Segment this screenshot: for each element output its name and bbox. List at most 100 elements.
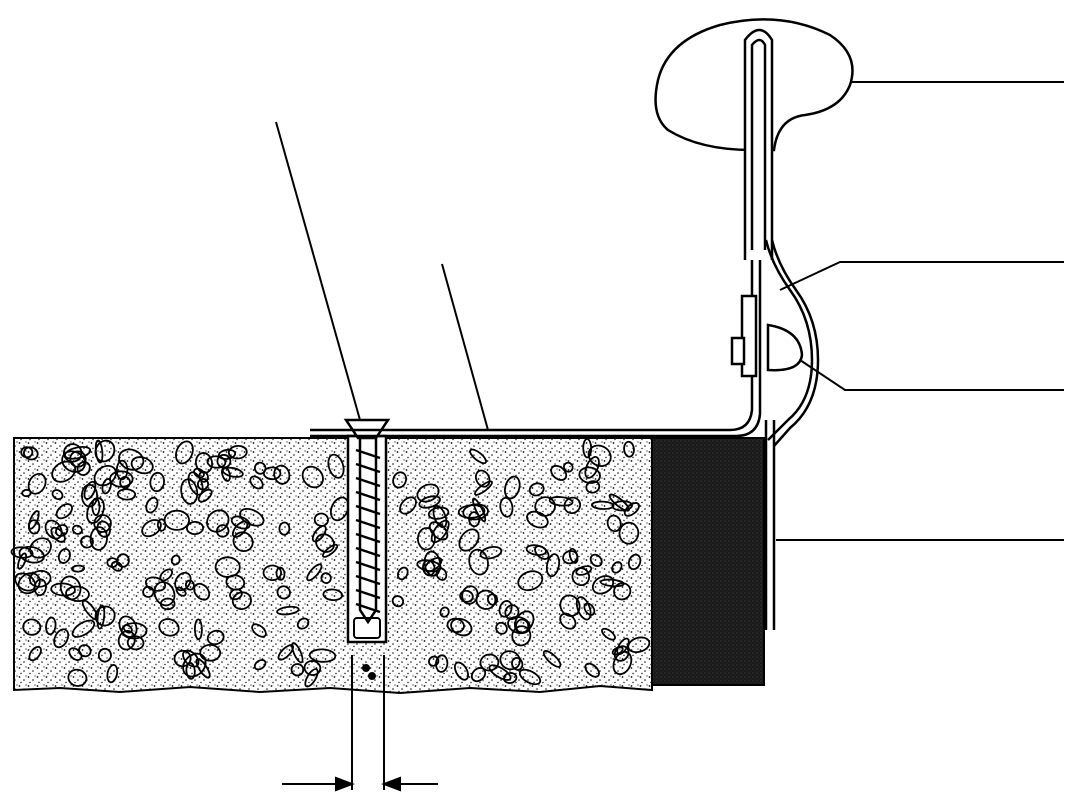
lower-clip-leader [799,359,1064,391]
aggregate-pebble [416,527,436,551]
aggregate-pebble [479,546,503,560]
aggregate-pebble [97,647,112,663]
aggregate-pebble [495,621,508,635]
aggregate-pebble [184,579,195,591]
aggregate-pebble [587,444,612,467]
aggregate-pebble [446,617,465,633]
aggregate-pebble [291,642,304,664]
aggregate-pebble [61,450,86,473]
aggregate-pebble [21,488,32,498]
aggregate-pebble [306,563,323,582]
aggregate-pebble [81,599,99,621]
aggregate-pebble [221,466,231,482]
aggregate-pebble [27,472,47,495]
screw-thread [355,546,381,558]
aggregate-pebble [450,617,473,637]
aggregate-pebble [278,521,291,536]
aggregate-pebble [418,495,441,509]
aggregate-pebble [94,605,116,627]
spring-clip [730,239,820,447]
aggregate-pebble [187,471,204,496]
dark-filler-block [651,437,765,686]
aggregate-pebble [435,567,448,581]
aggregate-pebble [585,480,601,494]
aggregate-pebble [606,514,622,533]
screw-thread [355,574,381,586]
aggregate-pebble [71,619,96,638]
aggregate-pebble [158,618,180,637]
aggregate-pebble [311,525,327,543]
aggregate-pebble [173,649,192,668]
aggregate-pebble [304,668,319,688]
aggregate-pebble [86,497,105,524]
aggregate-pebble [253,461,267,475]
aggregate-pebble [499,650,521,671]
aggregate-pebble [515,618,530,634]
aggregate-pebble [110,560,123,572]
aggregate-pebble [273,464,291,485]
aggregate-pebble [503,475,521,500]
aggregate-pebble [550,464,568,481]
aggregate-pebble [170,554,181,566]
aggregate-pebble [320,572,332,584]
aggregate-pebble [221,466,244,478]
aggregate-pebble [457,504,486,519]
upper-clip-leader [779,261,1064,291]
aggregate-pebble [511,625,532,647]
aggregate-pebble [623,502,640,517]
base-flange-leader [441,263,489,431]
aggregate-pebble [611,500,633,512]
aggregate-pebble [559,612,577,630]
aggregate-pebble [122,624,133,634]
aggregate-pebble [193,467,205,479]
aggregate-pebble [45,616,57,636]
aggregate-pebble [392,471,407,489]
aggregate-pebble [301,465,324,489]
aggregate-pebble [206,629,225,646]
aggregate-pebble [612,650,633,676]
aggregate-pebble [109,470,134,488]
aggregate-pebble [303,660,322,676]
aggregate-pebble [130,456,154,475]
aggregate-pebble [116,488,137,501]
screw-thread [355,560,381,572]
aggregate-pebble [115,459,129,481]
aggregate-pebble [142,585,155,598]
aggregate-pebble [468,548,489,576]
aggregate-pebble [217,448,237,460]
aggregate-pebble [120,622,148,640]
aggregate-pebble [182,652,207,678]
angle-profile [310,250,762,438]
aggregate-pebble [534,496,556,517]
screw-thread [355,490,381,502]
aggregate-pebble [206,455,227,469]
aggregate-pebble [601,627,616,641]
screw-head-leader [275,121,361,421]
aggregate-pebble [17,552,28,570]
aggregate-pebble [308,648,337,663]
aggregate-pebble [623,440,635,458]
aggregate-pebble [51,489,64,501]
aggregate-pebble [613,582,632,601]
aggregate-pebble [458,528,480,552]
aggregate-pebbles [10,438,651,688]
aggregate-pebble [470,667,487,683]
aggregate-pebble [145,496,159,514]
aggregate-pebble [468,511,481,528]
aggregate-pebble [416,483,440,503]
screw-thread [355,588,381,600]
screw-thread [355,476,381,488]
aggregate-pebble [59,575,82,601]
aggregate-pebble [435,654,449,673]
aggregate-pebble [525,544,547,556]
aggregate-pebble [65,585,90,602]
screw-thread [355,602,381,614]
aggregate-pebble [528,482,545,497]
aggregate-pebble [507,616,531,635]
aggregate-pebble [22,618,42,636]
aggregate-pebble [618,521,640,545]
concrete-substrate [10,437,653,695]
aggregate-pebble [608,493,630,512]
